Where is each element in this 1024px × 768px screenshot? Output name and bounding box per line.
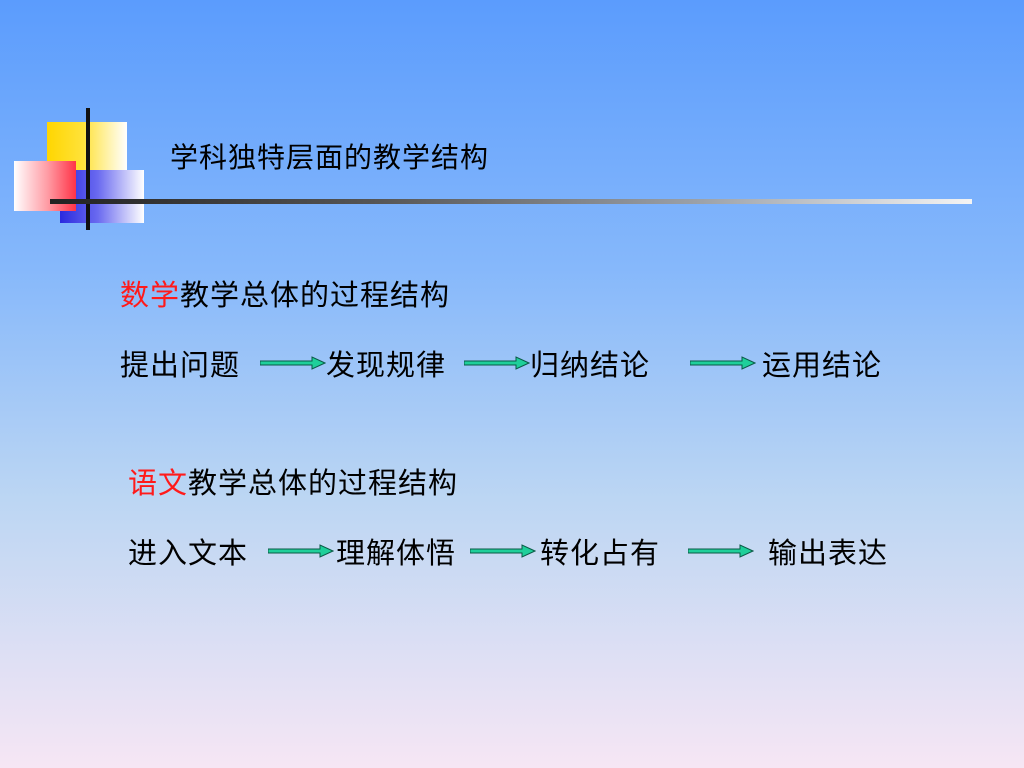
math-step-3: 归纳结论: [530, 348, 651, 382]
slide-title: 学科独特层面的教学结构: [170, 141, 490, 174]
vertical-rule: [86, 108, 90, 230]
math-heading-text: 教学总体的过程结构: [180, 278, 451, 312]
chinese-process-flow: 进入文本 理解体悟 转化占有 输出表达: [128, 530, 948, 570]
chinese-heading-highlight: 语文: [128, 466, 189, 500]
math-step-1: 提出问题: [120, 348, 241, 382]
chinese-step-2: 理解体悟: [336, 536, 457, 570]
arrow-right-icon: [690, 356, 756, 370]
chinese-step-1: 进入文本: [128, 536, 249, 570]
title-underline-rule: [50, 199, 972, 204]
chinese-step-4: 输出表达: [768, 536, 889, 570]
chinese-step-3: 转化占有: [540, 536, 661, 570]
math-step-2: 发现规律: [326, 348, 447, 382]
arrow-right-icon: [464, 356, 530, 370]
math-section-heading: 数学教学总体的过程结构: [120, 272, 450, 314]
arrow-right-icon: [470, 544, 536, 558]
arrow-right-icon: [260, 356, 326, 370]
arrow-right-icon: [268, 544, 334, 558]
slide-logo-graphic: [0, 0, 160, 240]
chinese-heading-text: 教学总体的过程结构: [188, 466, 459, 500]
math-process-flow: 提出问题 发现规律 归纳结论 运用结论: [120, 342, 940, 382]
math-step-4: 运用结论: [762, 348, 883, 382]
arrow-right-icon: [688, 544, 754, 558]
chinese-section-heading: 语文教学总体的过程结构: [128, 460, 458, 502]
math-heading-highlight: 数学: [120, 278, 181, 312]
